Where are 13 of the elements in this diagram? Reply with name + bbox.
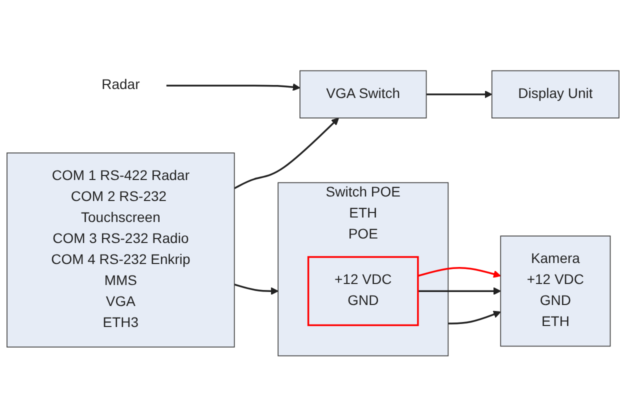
node-text: Radar	[102, 78, 140, 93]
arrow	[234, 284, 278, 296]
node-box: COM 1 RS-422 Radar COM 2 RS-232 Touchscreen COM 3 RS-232 Radio COM 4 RS-232 Enkrip MMS VGA ETH3	[6, 152, 235, 348]
arrow	[418, 287, 501, 296]
arrow	[426, 90, 492, 98]
arrow	[448, 310, 501, 324]
arrow	[418, 267, 501, 278]
node-box: VGA Switch	[300, 70, 427, 118]
node-box: Display Unit	[491, 70, 620, 118]
node-box: Kamera +12 VDC GND ETH	[500, 236, 611, 347]
node-box: +12 VDC GND	[307, 256, 419, 326]
arrow	[166, 83, 300, 92]
arrow	[234, 118, 340, 190]
